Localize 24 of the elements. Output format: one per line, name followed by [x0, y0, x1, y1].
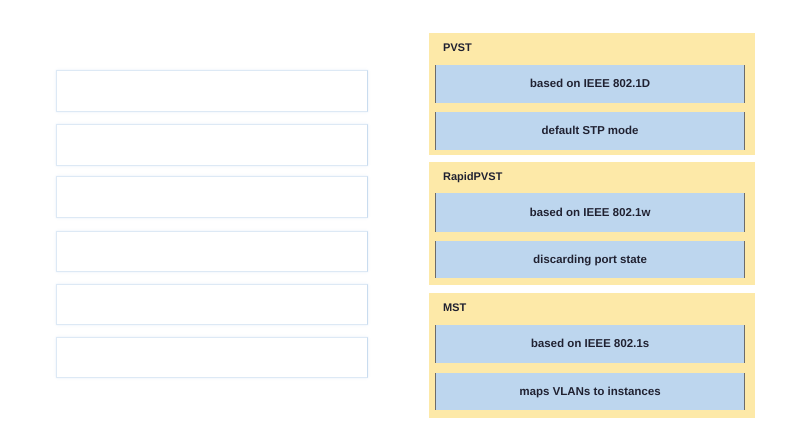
- option-tile: [435, 112, 745, 150]
- category-panel: [429, 293, 755, 418]
- category-heading: RapidPVST: [443, 170, 502, 184]
- answer-box: [56, 337, 368, 378]
- option-tile: [435, 325, 745, 363]
- option-tile: [435, 373, 745, 410]
- option-label: based on IEEE 802.1w: [530, 206, 650, 220]
- category-heading: PVST: [443, 41, 472, 55]
- category-panel: [429, 162, 755, 285]
- category-heading: MST: [443, 301, 466, 315]
- option-label: based on IEEE 802.1D: [530, 77, 650, 91]
- answer-box: [56, 284, 368, 325]
- option-tile: [435, 241, 745, 278]
- option-label: default STP mode: [542, 124, 638, 138]
- option-label: maps VLANs to instances: [519, 384, 661, 398]
- category-panel: [429, 33, 755, 155]
- answer-box: [56, 176, 368, 218]
- answer-box: [56, 231, 368, 272]
- option-label: based on IEEE 802.1s: [530, 337, 650, 351]
- option-tile: [435, 65, 745, 103]
- option-tile: [435, 193, 745, 232]
- answer-box: [56, 124, 368, 166]
- answer-box: [56, 70, 368, 112]
- option-label: discarding port state: [533, 252, 647, 266]
